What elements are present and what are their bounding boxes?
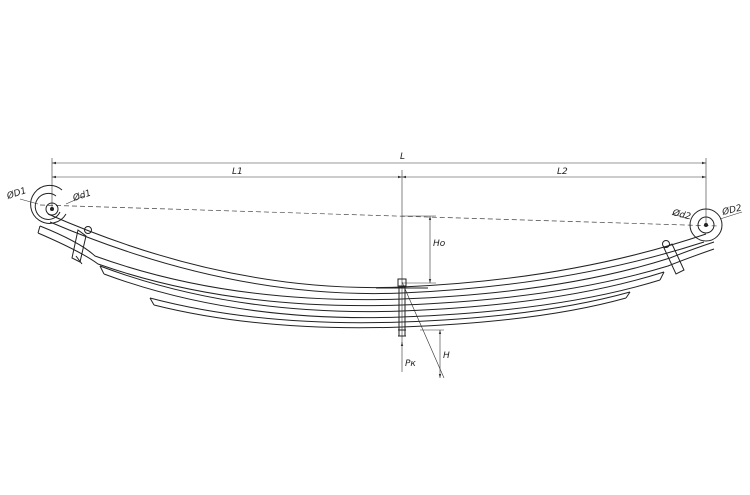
dimension-l: L: [51, 152, 707, 225]
dimension-ho: Ho: [402, 215, 446, 284]
label-d2-inner: Ød2: [670, 207, 692, 222]
leaf-pack: [37, 213, 715, 329]
left-clip: [71, 226, 92, 265]
left-eye: ØD1 Ød1: [5, 184, 93, 224]
label-l: L: [400, 152, 405, 162]
label-h: H: [443, 351, 450, 361]
label-pk: Pк: [405, 359, 416, 369]
label-d2-outer: ØD2: [720, 202, 743, 218]
dimension-h: H: [401, 281, 450, 379]
label-ho: Ho: [433, 239, 446, 249]
label-l2: L2: [557, 167, 568, 177]
load-pk: Pк: [400, 342, 416, 372]
label-l1: L1: [232, 167, 243, 177]
label-d1-inner: Ød1: [71, 188, 93, 204]
right-clip: [662, 240, 685, 275]
dimension-l1-l2: L1 L2: [52, 167, 706, 179]
eye-center-line: [39, 204, 719, 227]
right-eye: Ød2 ØD2: [670, 202, 743, 242]
center-bolt: [376, 278, 428, 337]
label-d1-outer: ØD1: [5, 185, 28, 202]
